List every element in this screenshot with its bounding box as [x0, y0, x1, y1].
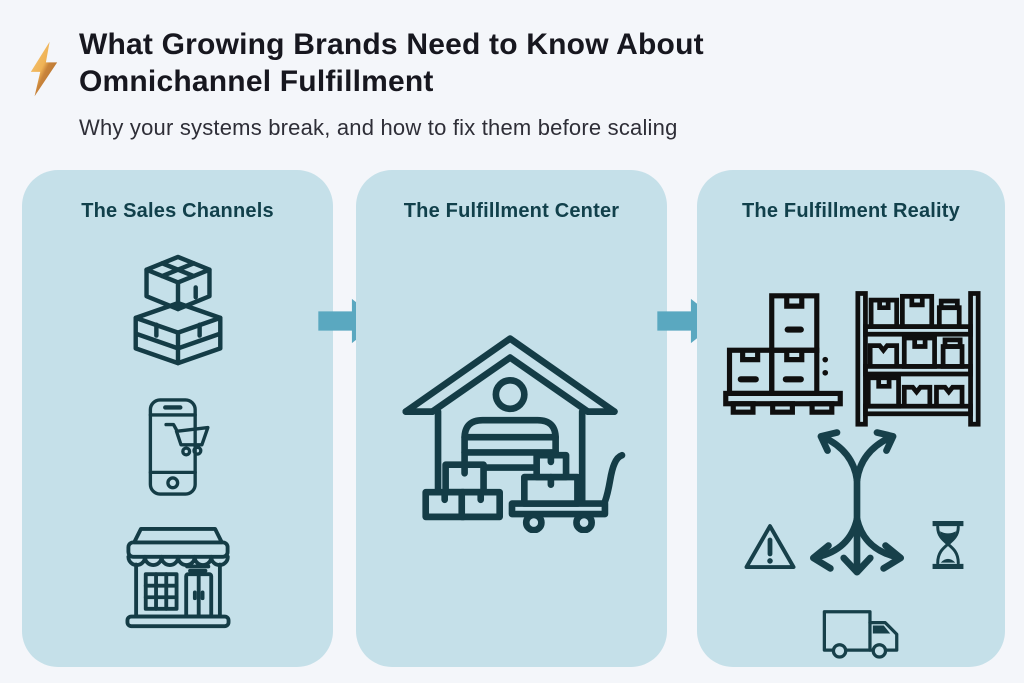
warehouse-icon	[401, 335, 625, 533]
lightning-bolt-icon	[30, 41, 58, 97]
tangled-arrows-icon	[809, 429, 905, 576]
storefront-icon	[125, 526, 230, 629]
storage-rack-icon	[855, 291, 981, 427]
page-subtitle: Why your systems break, and how to fix t…	[79, 115, 678, 140]
warning-triangle-icon	[744, 524, 796, 569]
panel-title-fulfillment-reality: The Fulfillment Reality	[742, 200, 960, 222]
pallet-boxes-icon	[723, 293, 843, 415]
panel-title-sales-channels: The Sales Channels	[81, 200, 274, 222]
panel-sales-channels: The Sales Channels	[22, 170, 333, 667]
panel-fulfillment-reality: The Fulfillment Reality	[697, 170, 1005, 667]
panel-title-fulfillment-center: The Fulfillment Center	[403, 200, 620, 222]
stacked-shipping-boxes-icon	[133, 254, 222, 366]
panel-fulfillment-center: The Fulfillment Center	[356, 170, 667, 667]
delivery-truck-icon	[822, 610, 899, 659]
hourglass-icon	[932, 521, 964, 569]
smartphone-shopping-cart-icon	[148, 398, 210, 496]
